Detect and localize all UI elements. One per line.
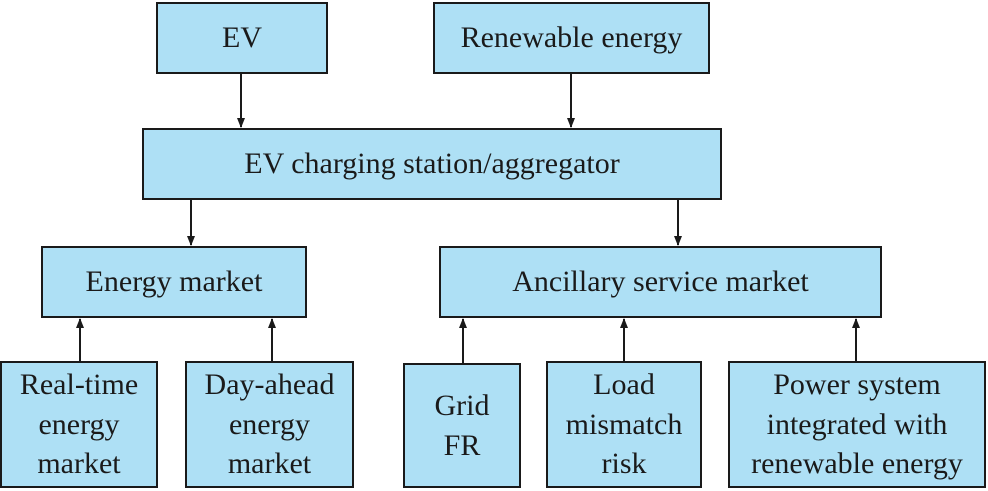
renewable-energy-box: Renewable energy — [433, 2, 710, 74]
ev-charging-station-label: EV charging station/aggregator — [244, 147, 620, 181]
ev-label: EV — [222, 21, 262, 55]
renewable-energy-label: Renewable energy — [460, 21, 683, 55]
real-time-energy-market-label: Real-time energy market — [19, 368, 139, 481]
energy-market-box: Energy market — [41, 246, 307, 318]
day-ahead-energy-market-label: Day-ahead energy market — [204, 368, 335, 481]
ancillary-service-market-label: Ancillary service market — [512, 265, 809, 299]
real-time-energy-market-box: Real-time energy market — [0, 361, 158, 488]
ev-charging-station-box: EV charging station/aggregator — [142, 128, 722, 200]
day-ahead-energy-market-box: Day-ahead energy market — [185, 361, 354, 488]
grid-fr-box: Grid FR — [403, 363, 521, 488]
ev-box: EV — [156, 2, 328, 74]
power-system-box: Power system integrated with renewable e… — [728, 361, 986, 488]
load-mismatch-risk-label: Load mismatch risk — [565, 368, 683, 481]
load-mismatch-risk-box: Load mismatch risk — [546, 361, 702, 488]
grid-fr-label: Grid FR — [434, 388, 490, 462]
ancillary-service-market-box: Ancillary service market — [439, 246, 882, 318]
power-system-label: Power system integrated with renewable e… — [751, 368, 963, 481]
energy-market-label: Energy market — [85, 265, 263, 299]
